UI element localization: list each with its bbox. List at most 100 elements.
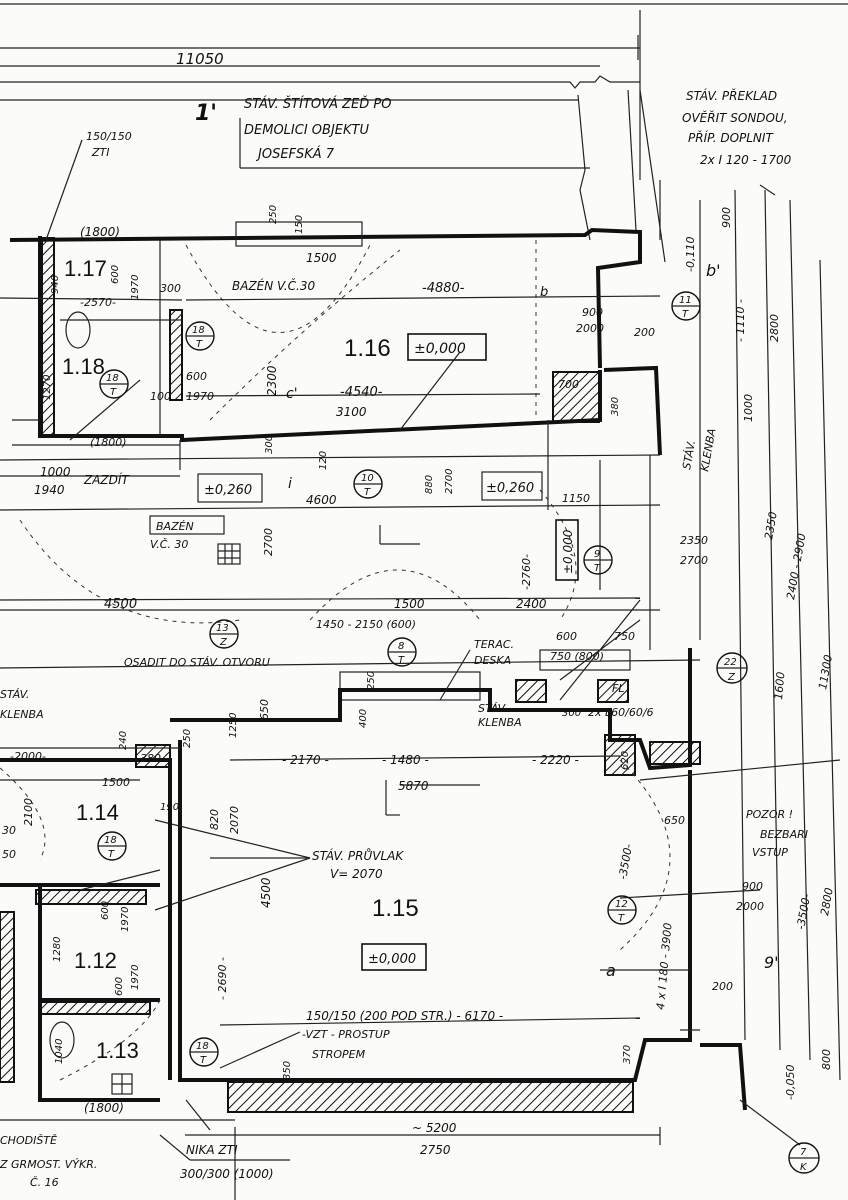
room-label-1-18: 1.18 (62, 354, 105, 379)
svg-text:900: 900 (582, 306, 603, 319)
svg-text:T: T (108, 849, 115, 860)
bottom-dimension-lines (159, 1127, 661, 1200)
svg-text:2000: 2000 (576, 322, 604, 335)
svg-text:2000: 2000 (736, 900, 764, 913)
vault-right-label-line-2: KLENBA (698, 427, 718, 472)
niche-label-line-2: 300/300 (1000) (180, 1167, 274, 1181)
vault-right-label-line-1: STÁV. (680, 439, 698, 470)
level-1-15: ±0,000 (368, 952, 416, 967)
niche-label-line-1: NIKA ZTI (186, 1143, 238, 1157)
beam-label-line-2: V= 2070 (330, 867, 383, 881)
svg-text:2350: 2350 (680, 534, 708, 547)
svg-text:Z: Z (219, 637, 228, 648)
svg-text:240: 240 (118, 731, 129, 750)
section-mark-i: i (288, 476, 292, 492)
svg-text:1970: 1970 (130, 275, 141, 300)
svg-text:- 2170 -: - 2170 - (282, 753, 329, 767)
svg-text:2700: 2700 (444, 469, 455, 494)
svg-text:11: 11 (679, 295, 692, 306)
svg-text:4600: 4600 (306, 493, 337, 507)
beams-label: 4 x I 180 - 3900 (654, 922, 675, 1010)
section-mark-9-prime: 9' (764, 953, 779, 972)
svg-text:620: 620 (620, 751, 631, 770)
svg-text:2750: 2750 (420, 1143, 451, 1157)
svg-text:600: 600 (556, 630, 577, 643)
fl-label: FL (612, 682, 624, 695)
stair-label-line-1: CHODIŠTĚ (0, 1134, 57, 1147)
room-label-1-13: 1.13 (96, 1038, 139, 1063)
zti-bottom-label: 150/150 (200 POD STR.) - 6170 - (306, 1009, 503, 1023)
svg-text:250: 250 (182, 729, 193, 748)
svg-text:4500: 4500 (259, 877, 273, 908)
caution-label-line-2: BEZBARI (760, 828, 808, 841)
leader-lines (45, 139, 641, 1131)
svg-text:600: 600 (114, 977, 125, 996)
vzt-label-line-2: STROPEM (312, 1048, 366, 1061)
beam-label-line-1: STÁV. PRŮVLAK (312, 848, 404, 863)
svg-text:T: T (398, 655, 405, 666)
vault-mid-label-line-1: STÁV (478, 702, 507, 715)
svg-text:-0,050: -0,050 (784, 1065, 797, 1100)
svg-text:30: 30 (2, 824, 16, 837)
wall-up-label: ZAZDÍT (83, 472, 130, 487)
svg-text:650: 650 (258, 699, 271, 720)
svg-text:940: 940 (50, 275, 61, 294)
svg-text:- 1110 -: - 1110 - (734, 299, 747, 342)
room-1-15-walls (154, 648, 841, 1113)
reference-circle: 8 T (387, 637, 417, 667)
svg-text:~ 5200: ~ 5200 (412, 1121, 457, 1135)
svg-text:600: 600 (110, 265, 121, 284)
svg-text:900: 900 (742, 880, 763, 893)
svg-text:1970: 1970 (130, 965, 141, 990)
terrazzo-slab (339, 649, 631, 703)
svg-text:2400 - 2900: 2400 - 2900 (784, 532, 808, 600)
fit-opening-label: OSADIT DO STÁV. OTVORU (124, 656, 270, 669)
svg-text:2700: 2700 (262, 528, 275, 556)
svg-text:T: T (110, 387, 117, 398)
top-dimension-line (0, 3, 848, 67)
svg-text:300: 300 (160, 282, 181, 295)
svg-text:2300: 2300 (265, 365, 279, 396)
vault-left-label-line-2: KLENBA (0, 708, 44, 721)
svg-text:120: 120 (318, 451, 329, 470)
svg-text:880: 880 (424, 475, 435, 494)
reference-circle: 12 T (607, 895, 637, 925)
stair-label-line-2: Z GRMOST. VÝKR. (0, 1158, 97, 1171)
reference-circle: 7 K (788, 1142, 820, 1174)
zti-top-line-1: 150/150 (86, 130, 132, 143)
vault-mid-label-line-2: KLENBA (478, 716, 522, 729)
section-mark-a: a (606, 961, 616, 980)
room-label-1-15: 1.15 (372, 895, 419, 922)
svg-text:600: 600 (186, 370, 207, 383)
svg-text:1500: 1500 (306, 251, 337, 265)
svg-text:-2000-: -2000- (10, 750, 46, 763)
svg-text:-4540-: -4540- (340, 385, 383, 400)
svg-text:2070: 2070 (228, 806, 241, 834)
svg-text:1970: 1970 (120, 907, 131, 932)
caution-label-line-3: VSTUP (752, 846, 788, 859)
svg-text:300: 300 (562, 708, 581, 719)
svg-text:200: 200 (634, 326, 655, 339)
svg-text:18: 18 (106, 373, 119, 384)
gable-wall-outline (0, 75, 640, 241)
reference-circle: 18 T (97, 831, 127, 861)
svg-text:-4880-: -4880- (422, 281, 465, 296)
svg-text:1280: 1280 (52, 937, 63, 962)
svg-text:T: T (196, 339, 203, 350)
svg-text:-2760-: -2760- (520, 554, 533, 590)
wall-note-line-2: DEMOLICI OBJEKTU (244, 123, 369, 138)
svg-text:750: 750 (614, 630, 635, 643)
stair-label-line-3: Č. 16 (30, 1176, 59, 1189)
svg-text:T: T (364, 487, 371, 498)
svg-text:300: 300 (264, 435, 275, 454)
svg-text:150: 150 (294, 215, 305, 234)
floor-drain-icon (111, 1073, 133, 1095)
dimension-numbers: (1800) 940 600 1970 250 150 1500 300 -48… (2, 205, 836, 1157)
svg-text:(1800): (1800) (80, 225, 120, 239)
svg-text:900: 900 (720, 207, 733, 228)
svg-text:820: 820 (208, 809, 221, 830)
svg-text:250: 250 (268, 205, 279, 224)
svg-text:50: 50 (2, 848, 16, 861)
svg-text:3100: 3100 (336, 405, 367, 419)
svg-text:(1800): (1800) (84, 1101, 124, 1115)
